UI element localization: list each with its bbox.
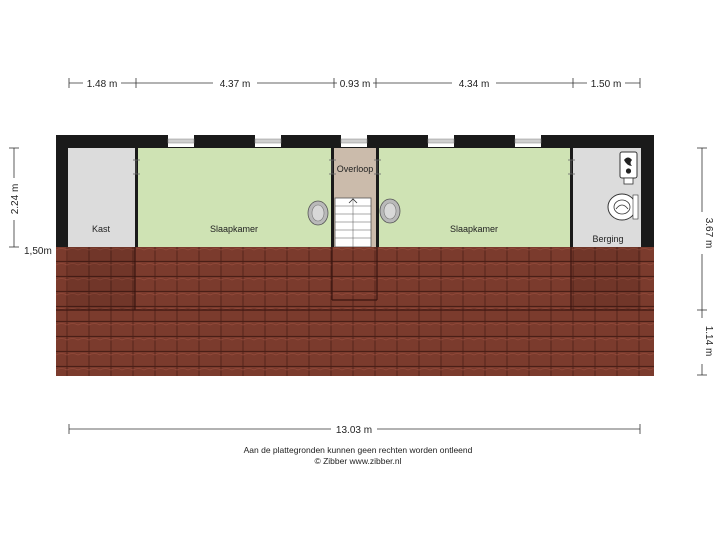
left-dimension-line (7, 147, 21, 248)
roof-tiles (56, 247, 654, 376)
dim-right-bottom: 1.14 m (703, 326, 714, 357)
room-label-kast: Kast (92, 224, 111, 234)
top-windows (167, 135, 542, 147)
dim-right-top: 3.67 m (703, 218, 714, 249)
room-kast (68, 148, 135, 247)
dim-top-1: 1.48 m (87, 79, 118, 90)
roof-section-lines (56, 247, 654, 311)
dim-left-level: 1,50m (24, 246, 52, 257)
copyright-text: © Zibber www.zibber.nl (314, 456, 401, 466)
room-label-berging: Berging (592, 234, 623, 244)
round-fixture-left (307, 200, 329, 226)
room-label-slaapkamer-left: Slaapkamer (210, 224, 258, 234)
dim-total-width: 13.03 m (336, 425, 372, 436)
dim-top-2: 4.37 m (220, 79, 251, 90)
room-label-slaapkamer-right: Slaapkamer (450, 224, 498, 234)
door-markers (133, 159, 575, 175)
disclaimer-text: Aan de plattegronden kunnen geen rechten… (244, 445, 473, 455)
total-width-dimension-line (68, 422, 641, 436)
right-dimension-line (695, 147, 709, 376)
staircase (334, 197, 372, 248)
round-fixture-right (379, 198, 401, 224)
water-heater-icon (619, 151, 638, 185)
room-label-overloop: Overloop (337, 164, 374, 174)
roof-room-tint (68, 247, 641, 310)
dim-left-height: 2.24 m (10, 184, 21, 215)
room-slaapkamer-right (379, 148, 570, 247)
dim-top-5: 1.50 m (591, 79, 622, 90)
boiler-icon (607, 193, 639, 221)
dim-top-3: 0.93 m (340, 79, 371, 90)
dim-top-4: 4.34 m (459, 79, 490, 90)
top-dimension-line (68, 76, 641, 90)
room-slaapkamer-left (138, 148, 331, 247)
